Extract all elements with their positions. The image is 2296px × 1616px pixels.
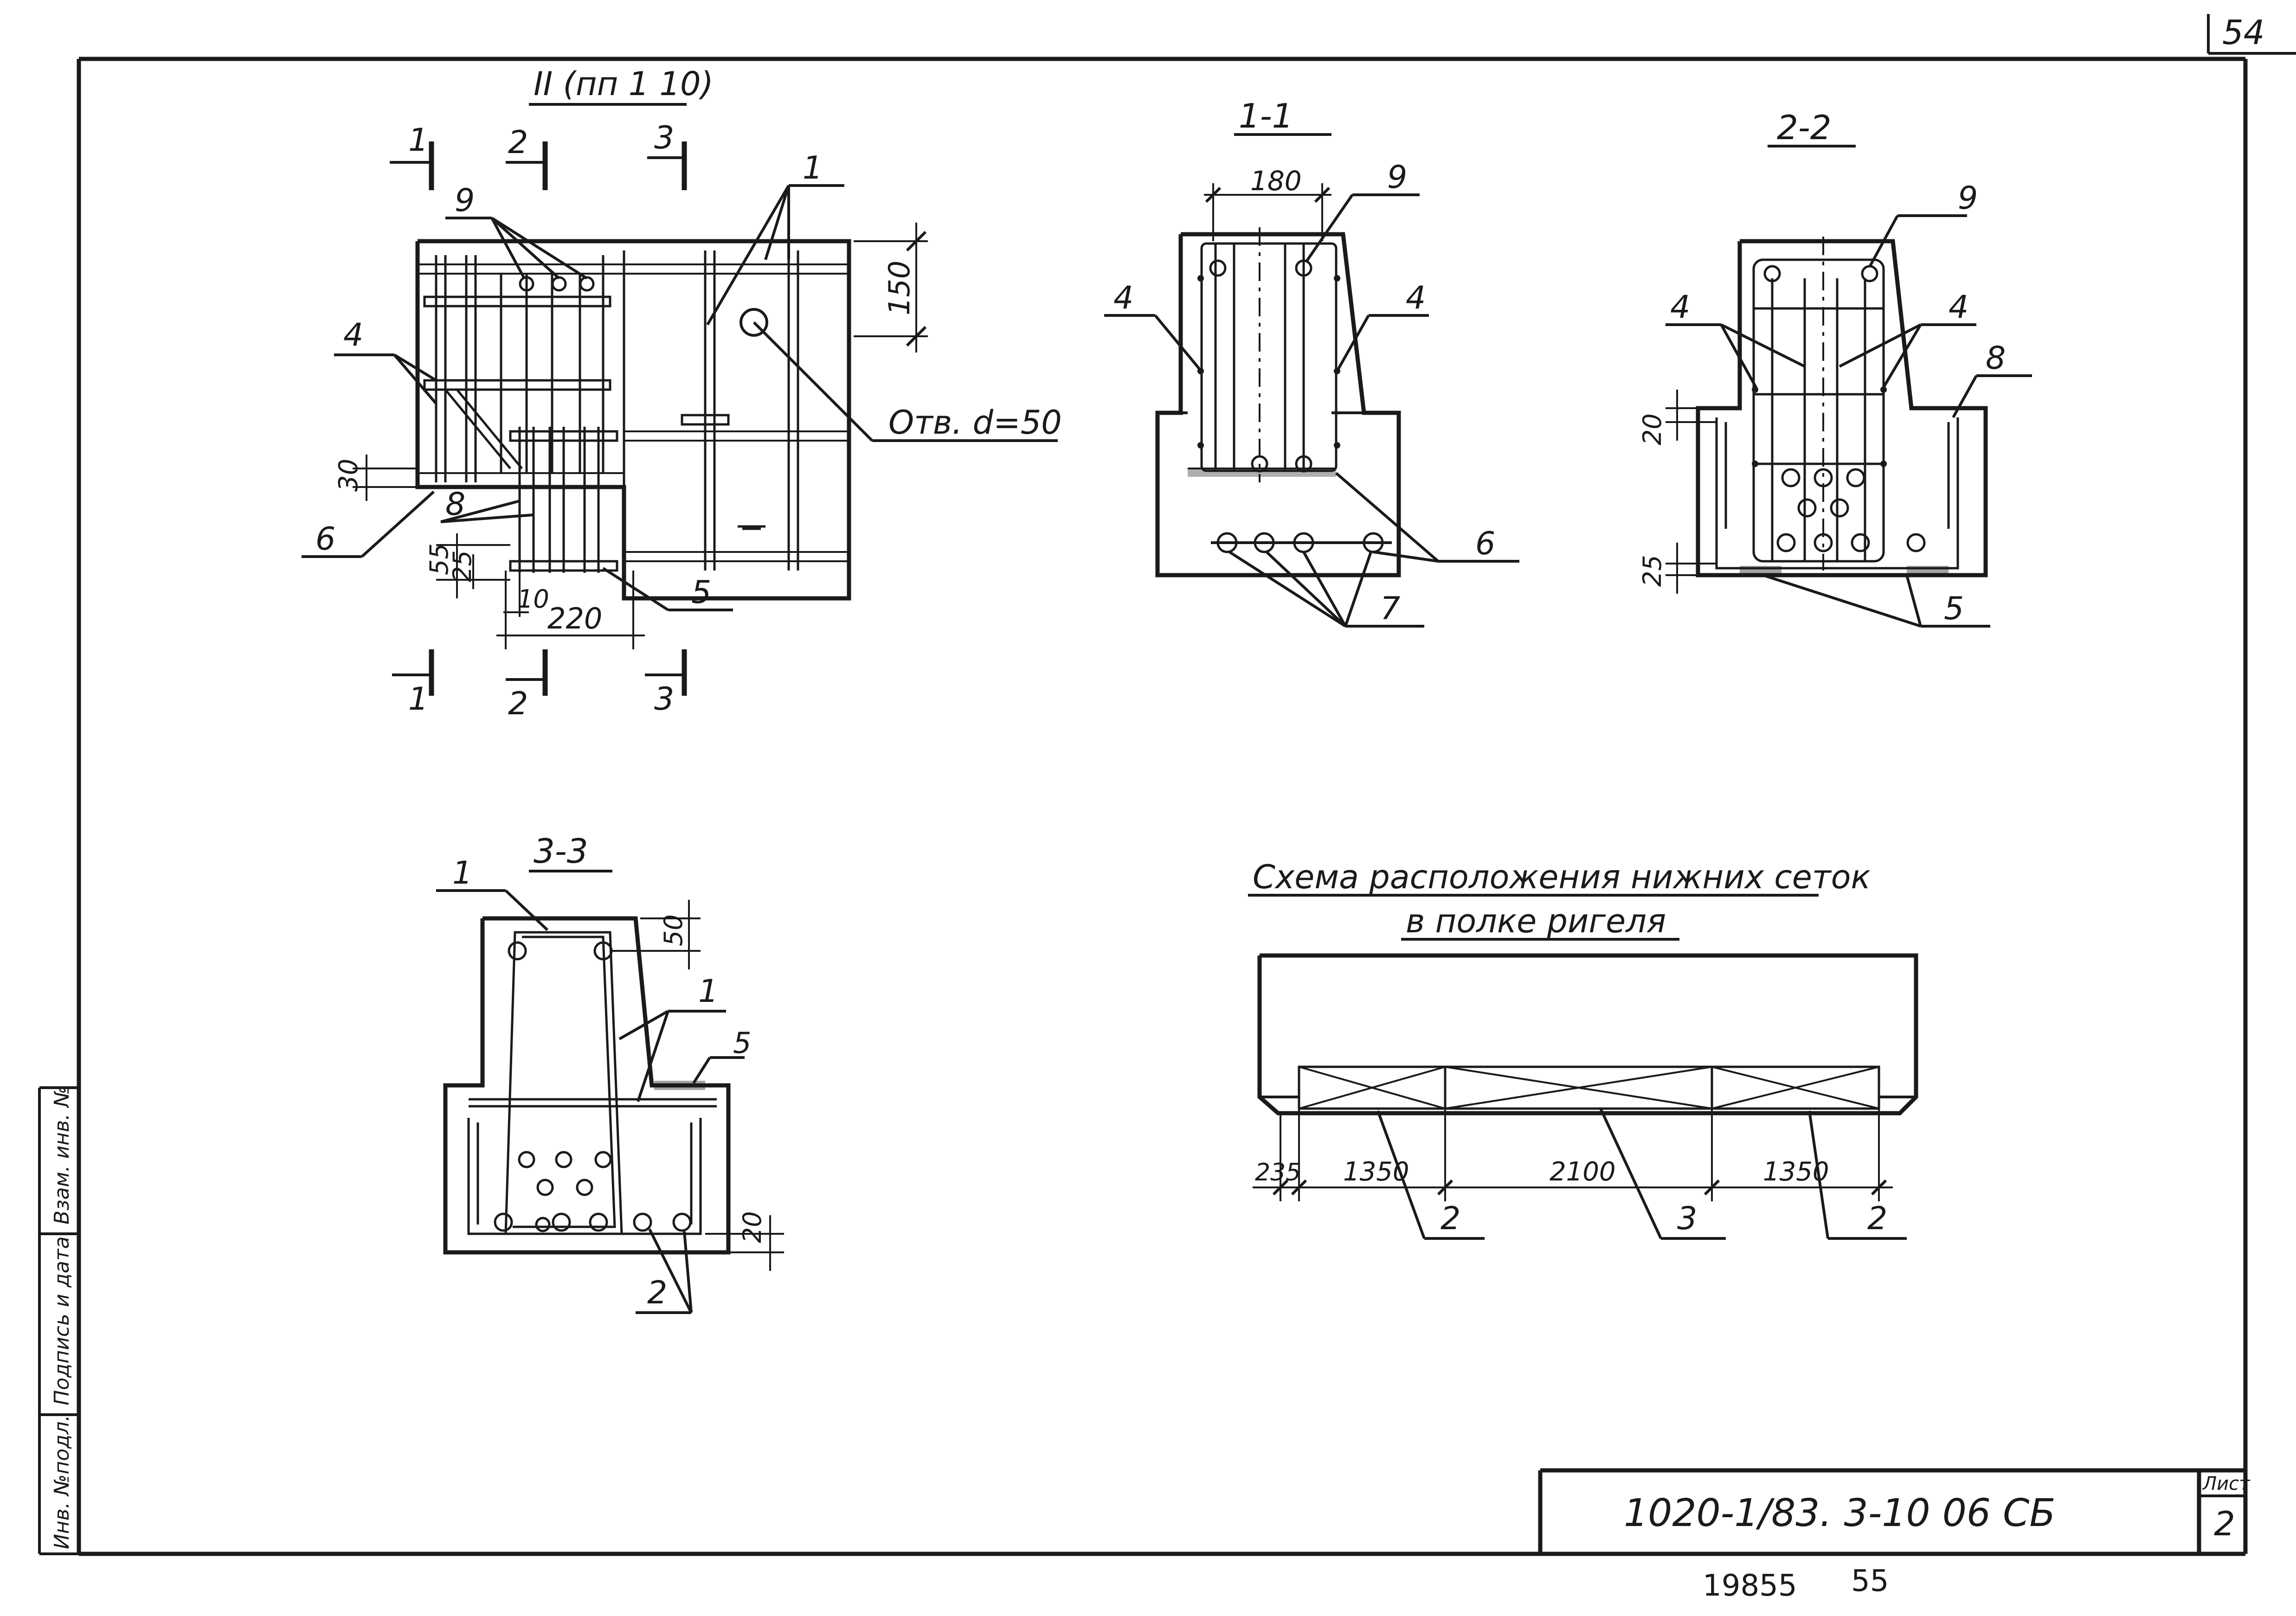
svg-text:3: 3 — [654, 681, 674, 718]
section-1-1-labels: 9 4 4 6 7 — [1104, 159, 1519, 628]
mesh-panels — [1298, 1065, 1880, 1110]
svg-text:2: 2 — [1867, 1200, 1887, 1237]
svg-text:10: 10 — [517, 584, 549, 614]
node-view-title: II (пп 1 10) — [534, 65, 714, 103]
title-block: 1020-1/83. 3-10 06 СБ Лист 2 — [1538, 1468, 2251, 1554]
section-cut-1-bottom: 1 — [392, 649, 434, 718]
svg-text:50: 50 — [659, 914, 688, 946]
svg-text:180: 180 — [1250, 165, 1302, 197]
svg-text:1: 1 — [698, 973, 718, 1010]
stamp-replacement-cell: Взам. инв. № — [50, 1086, 74, 1225]
section-3-3: 3-3 50 20 1 — [436, 832, 784, 1314]
svg-text:20: 20 — [1638, 413, 1667, 445]
section-cut-1-top: 1 — [390, 122, 434, 190]
svg-text:4: 4 — [1406, 280, 1426, 316]
section-cut-2-top: 2 — [506, 124, 548, 190]
section-cut-2-bottom: 2 — [506, 649, 548, 722]
stamp-signature-cell: Подпись и дата — [50, 1237, 74, 1405]
side-stamp: Инв. №подл. Подпись и дата Взам. инв. № — [38, 1086, 80, 1555]
svg-text:5: 5 — [691, 574, 711, 611]
svg-text:1: 1 — [408, 681, 428, 718]
section-2-2-labels: 9 4 4 8 5 — [1666, 180, 2032, 628]
drawing-designation: 1020-1/83. 3-10 06 СБ — [1624, 1491, 2056, 1535]
svg-text:25: 25 — [448, 550, 477, 582]
section-cut-3-top: 3 — [647, 120, 687, 190]
section-2-2-title: 2-2 — [1777, 108, 1832, 147]
svg-text:8: 8 — [1986, 340, 2006, 377]
mesh-scheme-title-line1: Схема расположения нижних сеток — [1253, 858, 1871, 896]
svg-text:20: 20 — [738, 1211, 767, 1243]
node-view: II (пп 1 10) — [302, 65, 1062, 722]
sheet-corner-number: 54 — [2222, 13, 2265, 52]
svg-text:1: 1 — [408, 122, 428, 159]
inventory-number: 19855 — [1703, 1569, 1797, 1603]
svg-text:4: 4 — [1670, 289, 1690, 326]
stamp-inventory-cell: Инв. №подл. — [50, 1415, 74, 1549]
section-1-1-title: 1-1 — [1239, 96, 1293, 135]
sheet-label: Лист — [2202, 1473, 2251, 1494]
mesh-scheme-title-line2: в полке ригеля — [1406, 902, 1666, 940]
svg-text:235: 235 — [1255, 1159, 1301, 1186]
svg-text:2100: 2100 — [1550, 1157, 1616, 1187]
svg-text:150: 150 — [882, 261, 916, 315]
node-position-labels: 1 9 4 6 8 5 — [302, 150, 844, 611]
svg-text:55: 55 — [424, 543, 454, 575]
mesh-scheme: Схема расположения нижних сеток в полке … — [1248, 858, 1918, 1240]
svg-text:1: 1 — [452, 855, 472, 891]
svg-text:6: 6 — [315, 521, 335, 558]
svg-text:25: 25 — [1638, 555, 1667, 587]
svg-text:6: 6 — [1475, 526, 1495, 562]
section-cut-3-bottom: 3 — [645, 649, 687, 718]
svg-text:1350: 1350 — [1343, 1157, 1409, 1187]
section-3-3-title: 3-3 — [534, 832, 588, 871]
svg-text:5: 5 — [733, 1026, 751, 1060]
svg-text:3: 3 — [1677, 1200, 1697, 1237]
svg-text:8: 8 — [445, 486, 465, 523]
mesh-dimensions: 235 1350 2100 1350 — [1253, 1109, 1893, 1201]
mesh-position-labels: 2 3 2 — [1376, 1108, 1907, 1240]
sheet-number: 2 — [2214, 1504, 2235, 1543]
svg-text:2: 2 — [1441, 1200, 1460, 1237]
svg-text:220: 220 — [547, 602, 602, 635]
svg-text:2: 2 — [508, 124, 528, 161]
section-3-3-labels: 1 1 5 2 — [436, 855, 751, 1314]
svg-text:4: 4 — [343, 317, 363, 353]
svg-text:9: 9 — [455, 182, 475, 219]
svg-text:3: 3 — [654, 120, 674, 156]
svg-text:2: 2 — [508, 686, 528, 722]
svg-text:4: 4 — [1113, 280, 1133, 316]
hole-circle — [740, 308, 768, 337]
footer-page-number: 55 — [1851, 1564, 1889, 1598]
svg-text:4: 4 — [1949, 289, 1968, 326]
svg-text:30: 30 — [334, 459, 364, 492]
svg-text:5: 5 — [1944, 590, 1964, 627]
svg-text:9: 9 — [1958, 180, 1978, 217]
drawing-frame — [77, 14, 2296, 1556]
section-1-1: 1-1 180 — [1104, 96, 1519, 628]
section-2-2: 2-2 20 — [1638, 108, 2032, 628]
svg-text:7: 7 — [1380, 590, 1400, 627]
node-dimensions: 150 30 55 25 10 220 — [334, 223, 928, 649]
svg-text:1: 1 — [803, 150, 823, 186]
svg-text:9: 9 — [1387, 159, 1407, 196]
svg-text:2: 2 — [647, 1275, 667, 1311]
hole-note: Отв. d=50 — [888, 404, 1062, 442]
node-vertical-bars — [435, 250, 799, 573]
